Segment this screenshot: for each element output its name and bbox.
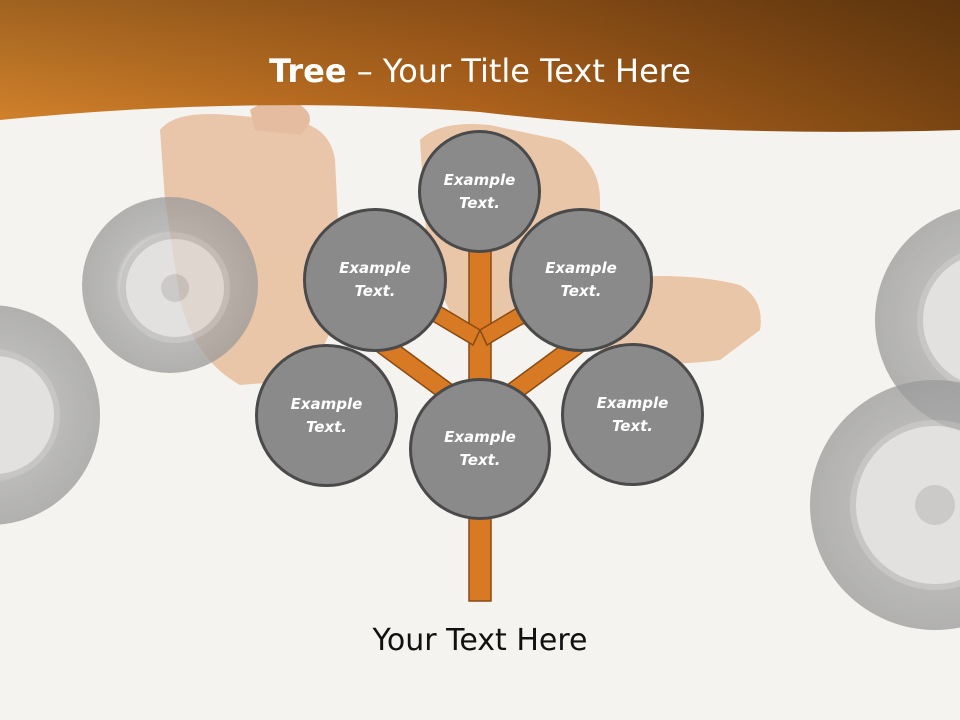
tree-node-upper-left: Example Text. — [303, 208, 447, 352]
slide-title: Tree – Your Title Text Here — [0, 52, 960, 90]
tire-image-upper-right — [875, 208, 960, 432]
tire-image-left — [0, 305, 100, 525]
node-label: Example Text. — [339, 259, 411, 300]
node-label: Example Text. — [443, 170, 516, 212]
tree-node-upper-right: Example Text. — [509, 208, 653, 352]
node-label: Example Text. — [290, 394, 363, 436]
tree-node-center: Example Text. — [409, 378, 551, 520]
node-label: Example Text. — [596, 393, 669, 435]
tree-node-lower-right: Example Text. — [561, 343, 704, 486]
node-label: Example Text. — [444, 428, 516, 469]
title-rest: – Your Title Text Here — [346, 52, 691, 90]
tire-image-lower-right — [810, 380, 960, 630]
tree-node-top: Example Text. — [418, 130, 541, 253]
title-bold: Tree — [269, 52, 347, 90]
slide-subtitle: Your Text Here — [372, 623, 588, 658]
tire-image-upper-left — [82, 197, 258, 373]
node-label: Example Text. — [545, 259, 617, 300]
tree-node-lower-left: Example Text. — [255, 344, 398, 487]
